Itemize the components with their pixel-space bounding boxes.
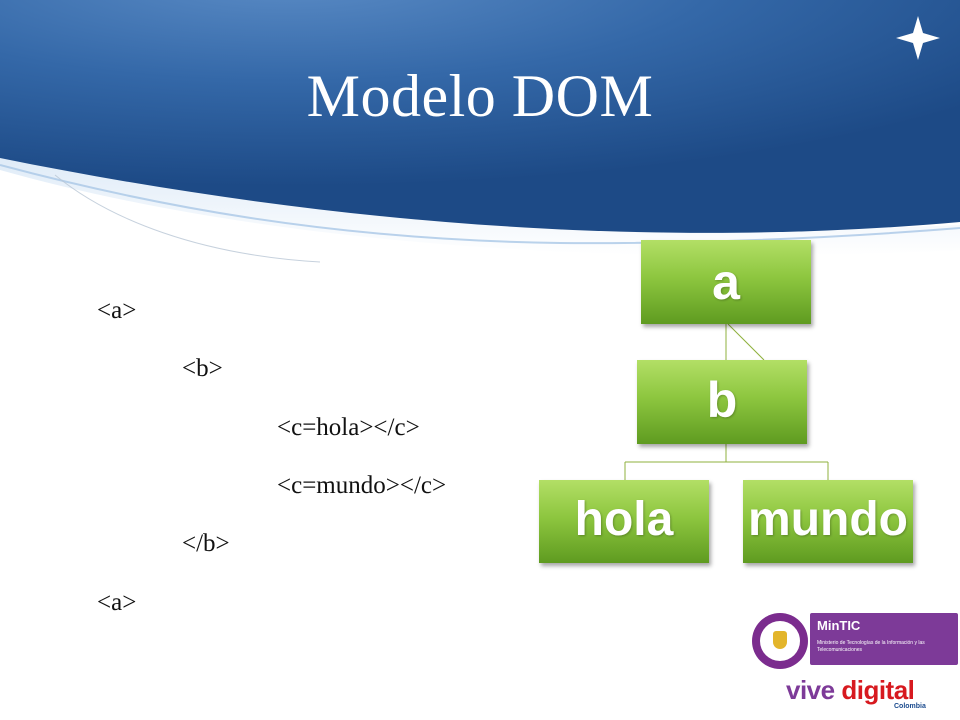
tree-node-hola: hola: [539, 480, 709, 563]
tree-node-a: a: [641, 240, 811, 324]
coat-of-arms-icon: [773, 631, 787, 649]
vive-digital-logo: vive digital: [786, 675, 915, 706]
code-line-a-end: <a>: [97, 589, 137, 616]
code-line-open-a: <a>: [97, 297, 137, 324]
mintic-title: MinTIC: [817, 618, 861, 633]
header-shape: [0, 0, 960, 233]
mintic-logo: MinTIC Ministerio de Tecnologías de la I…: [810, 613, 958, 665]
header-thin-curve: [54, 174, 321, 263]
mintic-subtitle: Ministerio de Tecnologías de la Informac…: [817, 640, 925, 653]
code-line-open-b: <b>: [182, 355, 223, 382]
slide-title: Modelo DOM: [306, 63, 654, 129]
seal-inner: [760, 621, 800, 661]
tree-node-b: b: [637, 360, 807, 444]
digital-text: digital: [841, 675, 915, 705]
colombia-seal-icon: [752, 613, 808, 669]
vive-text: vive: [786, 675, 835, 705]
tree-node-mundo: mundo: [743, 480, 913, 563]
star-icon: [896, 16, 940, 60]
branding-logos: MinTIC Ministerio de Tecnologías de la I…: [740, 605, 960, 720]
code-line-c-mundo: <c=mundo></c>: [277, 472, 447, 499]
colombia-text: Colombia: [894, 703, 926, 710]
header-edge-swoosh: [0, 164, 960, 245]
code-line-close-b: </b>: [182, 530, 230, 557]
connector-a-b-diagonal: [727, 323, 765, 361]
header-glow: [0, 150, 960, 256]
code-line-c-hola: <c=hola></c>: [277, 414, 420, 441]
